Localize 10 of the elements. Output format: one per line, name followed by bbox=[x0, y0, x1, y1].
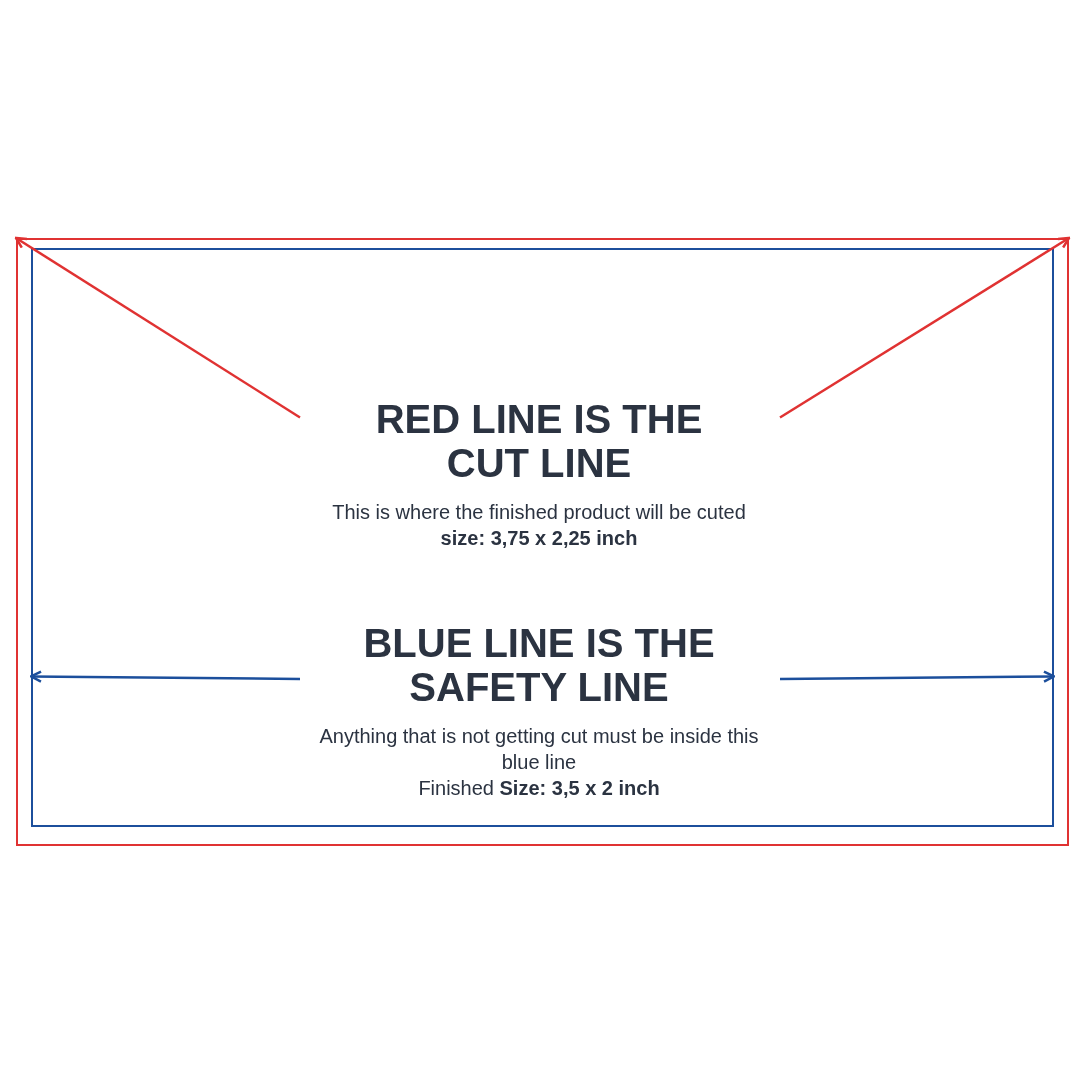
arrow bbox=[780, 670, 1056, 683]
heading: BLUE LINE IS THE SAFETY LINE bbox=[362, 621, 716, 709]
arrow bbox=[14, 236, 301, 419]
arrow bbox=[779, 236, 1071, 419]
description-text: size: 3,75 x 2,25 inch bbox=[440, 526, 638, 551]
description-text: This is where the finished product will be cuted bbox=[332, 500, 746, 525]
description-text: Finished Size: 3,5 x 2 inch bbox=[418, 776, 660, 801]
arrow bbox=[29, 670, 300, 683]
heading: RED LINE IS THE CUT LINE bbox=[374, 397, 704, 485]
description-text: Anything that is not getting cut must be inside this blue line bbox=[318, 724, 760, 775]
